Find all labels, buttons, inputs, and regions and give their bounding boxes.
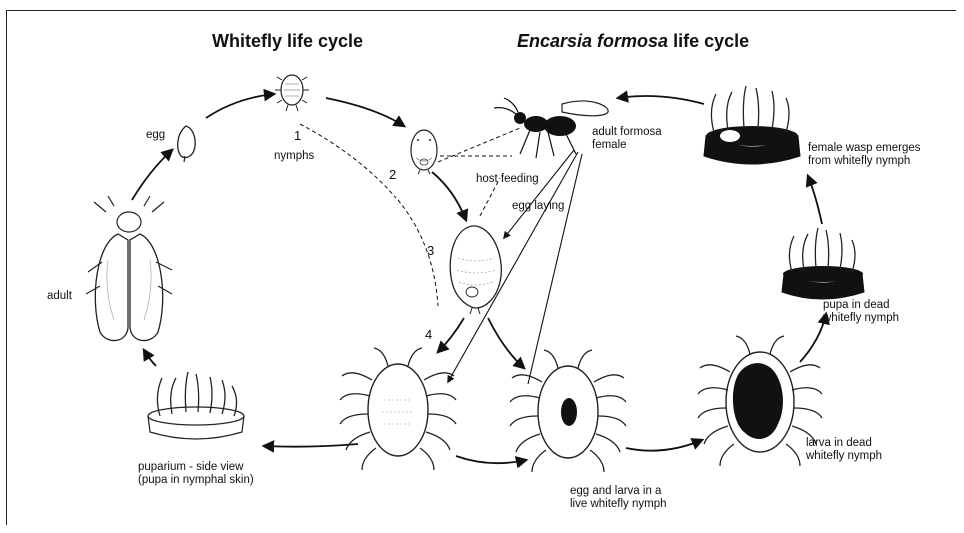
label-larva-dead-line2: whitefly nymph — [806, 450, 882, 463]
label-host-feeding: host feeding — [476, 173, 539, 186]
label-egg: egg — [146, 129, 165, 142]
emerged-puparium — [704, 86, 800, 164]
label-larva-dead-line1: larva in dead — [806, 437, 882, 450]
label-egg-and-larva: egg and larva in a live whitefly nymph — [570, 485, 667, 511]
arrow-nymph3-to-live-parasitized — [488, 318, 524, 368]
label-adult-formosa-line2: female — [592, 139, 662, 152]
egg-laying-line-to-nymph3 — [504, 150, 574, 238]
parasitized-live-nymph — [510, 350, 626, 472]
label-pupa-dead-line1: pupa in dead — [823, 299, 899, 312]
label-female-wasp-line1: female wasp emerges — [808, 142, 921, 155]
label-egg-larva-line2: live whitefly nymph — [570, 498, 667, 511]
adult-whitefly — [86, 196, 172, 341]
arrow-emerged-to-adult-wasp — [618, 96, 704, 104]
label-pupa-in-dead-nymph: pupa in dead whitefly nymph — [823, 299, 899, 325]
arrow-live-to-dead-larva — [626, 440, 702, 451]
label-egg-larva-line1: egg and larva in a — [570, 485, 667, 498]
label-female-wasp-line2: from whitefly nymph — [808, 155, 921, 168]
nymph-stage-1 — [275, 75, 309, 111]
arrow-nymph4-to-puparium — [264, 444, 358, 447]
puparium-side-view — [148, 372, 244, 439]
stage-number-1: 1 — [294, 128, 301, 143]
whitefly-life-cycle-title: Whitefly life cycle — [212, 31, 363, 52]
label-puparium-line1: puparium - side view — [138, 461, 254, 474]
whitefly-egg — [178, 126, 195, 162]
label-adult-formosa: adult formosa female — [592, 126, 662, 152]
label-larva-in-dead-nymph: larva in dead whitefly nymph — [806, 437, 882, 463]
stage-number-3: 3 — [427, 243, 434, 258]
egg-laying-line-to-parasitized — [528, 154, 582, 384]
arrow-nymph2-to-nymph3 — [432, 172, 466, 220]
nymph-stage-2 — [411, 130, 437, 174]
label-nymphs: nymphs — [274, 150, 314, 163]
arrow-nymph1-to-nymph2 — [326, 98, 404, 126]
arrow-adult-to-egg — [132, 150, 172, 200]
arrow-nymph3-to-nymph4 — [438, 318, 464, 352]
arrow-egg-to-nymph1 — [206, 94, 274, 118]
arrow-nymph4-to-live-parasitized — [456, 456, 526, 463]
stage-number-2: 2 — [389, 167, 396, 182]
label-puparium-line2: (pupa in nymphal skin) — [138, 474, 254, 487]
label-egg-laying: egg laying — [512, 200, 564, 213]
label-puparium: puparium - side view (pupa in nymphal sk… — [138, 461, 254, 487]
pupa-in-dead-nymph — [782, 228, 864, 299]
label-adult-formosa-line1: adult formosa — [592, 126, 662, 139]
nymph-stage-4 — [340, 348, 456, 470]
encarsia-life-cycle-title: Encarsia formosa life cycle — [517, 31, 749, 52]
label-adult: adult — [47, 290, 72, 303]
arrow-pupa-to-emerged — [808, 176, 822, 224]
arrow-puparium-to-adult — [144, 350, 156, 366]
dead-nymph-with-larva — [698, 336, 822, 466]
label-female-wasp-emerges: female wasp emerges from whitefly nymph — [808, 142, 921, 168]
encarsia-title-rest: life cycle — [668, 31, 749, 51]
label-pupa-dead-line2: whitefly nymph — [823, 312, 899, 325]
encarsia-species-name: Encarsia formosa — [517, 31, 668, 51]
stage-number-4: 4 — [425, 327, 432, 342]
